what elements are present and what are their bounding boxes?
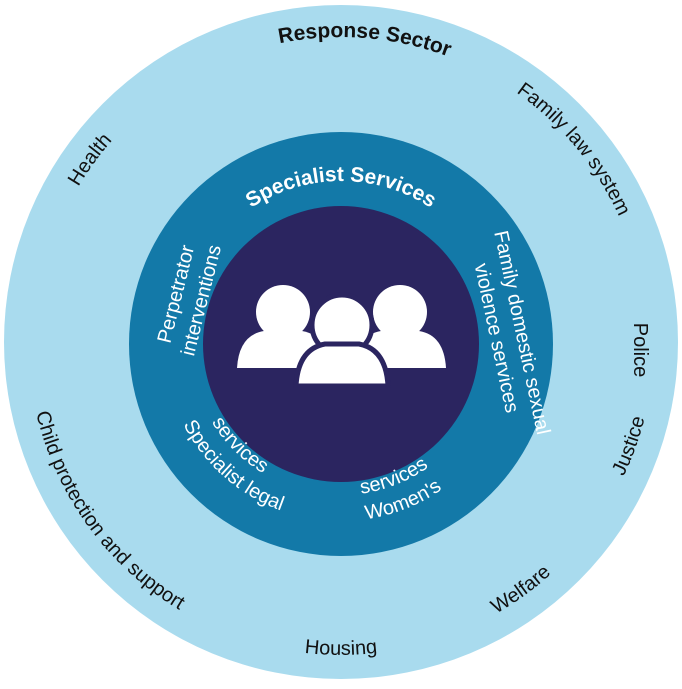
people-group-icon	[237, 285, 446, 389]
police-label: Police	[629, 323, 651, 377]
housing-label: Housing	[304, 636, 378, 660]
